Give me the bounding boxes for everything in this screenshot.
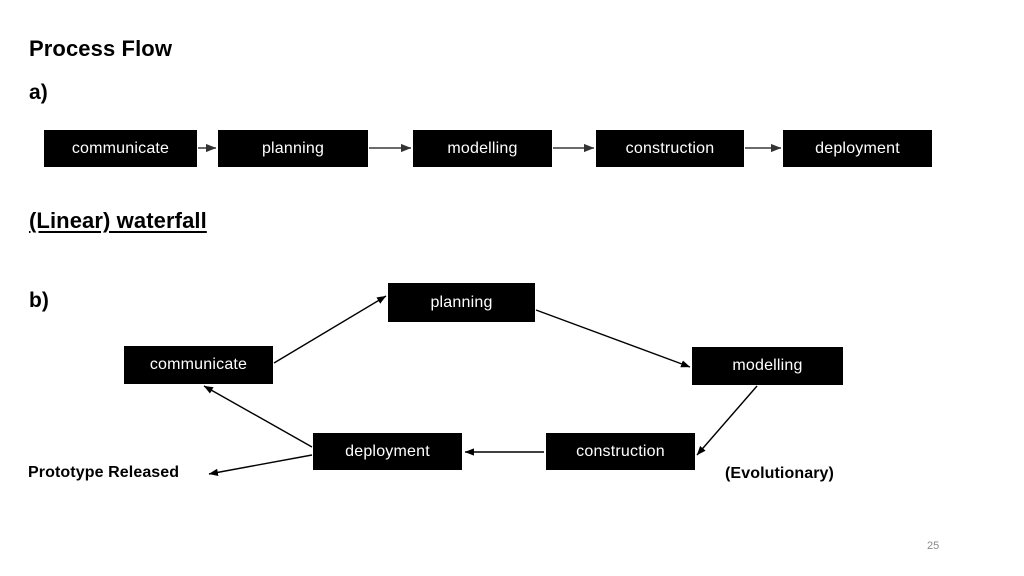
- flow-node-a-deployment[interactable]: deployment: [783, 130, 932, 167]
- page-number: 25: [927, 540, 940, 552]
- flow-node-a-planning[interactable]: planning: [218, 130, 368, 167]
- arrow-b-communicate-to-b-planning: [273, 295, 387, 364]
- flow-node-a-modelling[interactable]: modelling: [413, 130, 552, 167]
- section-a-label: a): [29, 81, 48, 104]
- flow-node-b-modelling[interactable]: modelling: [692, 347, 843, 385]
- prototype-released-label: Prototype Released: [28, 464, 180, 481]
- flow-node-b-planning[interactable]: planning: [388, 283, 535, 322]
- flow-node-b-communicate[interactable]: communicate: [124, 346, 273, 384]
- arrow-b-deployment-to-prototype-released-label: [208, 454, 313, 476]
- section-a-caption: (Linear) waterfall: [29, 208, 207, 233]
- flow-node-a-construction[interactable]: construction: [596, 130, 744, 167]
- section-b-caption: (Evolutionary): [725, 465, 834, 482]
- arrow-b-modelling-to-b-construction: [696, 385, 758, 456]
- flow-node-b-construction[interactable]: construction: [546, 433, 695, 470]
- flow-node-b-deployment[interactable]: deployment: [313, 433, 462, 470]
- flow-node-a-communicate[interactable]: communicate: [44, 130, 197, 167]
- page-title: Process Flow: [29, 36, 173, 61]
- arrow-b-planning-to-b-modelling: [535, 309, 691, 368]
- arrow-b-deployment-to-b-communicate: [203, 385, 313, 448]
- section-b-label: b): [29, 289, 50, 312]
